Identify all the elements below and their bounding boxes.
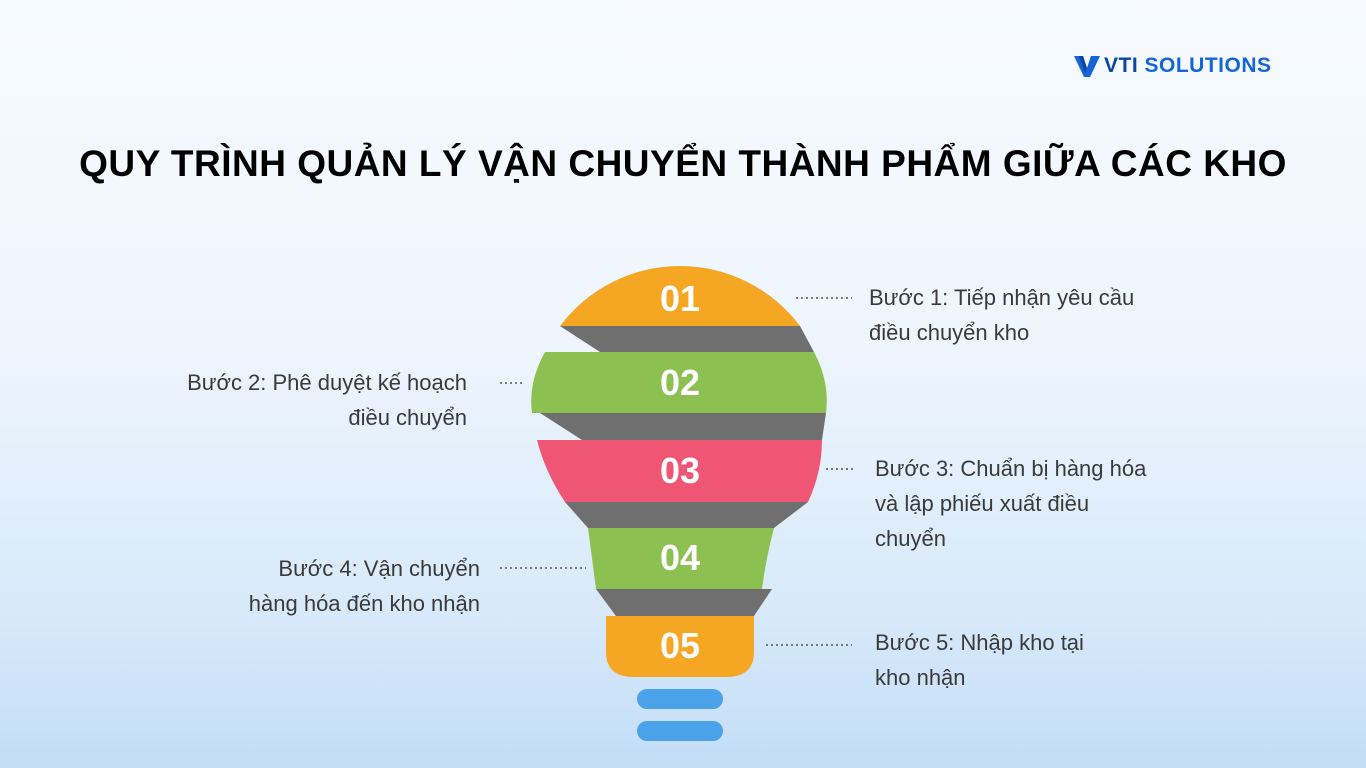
bulb-base-bar-1 [637, 689, 723, 709]
connector-3-4 [565, 502, 808, 528]
step-number-1: 01 [660, 278, 700, 319]
connector-1-2 [560, 326, 814, 352]
step-label-3-line-1: Bước 3: Chuẩn bị hàng hóa [875, 456, 1147, 481]
step-label-5-line-2: kho nhận [875, 665, 966, 690]
step-label-4: Bước 4: Vận chuyển hàng hóa đến kho nhận [249, 551, 480, 621]
step-label-2-line-2: điều chuyển [348, 405, 467, 430]
step-segment-4 [588, 528, 774, 589]
step-label-3-line-3: chuyển [875, 526, 946, 551]
bulb-base-bar-2 [637, 721, 723, 741]
step-label-2-line-1: Bước 2: Phê duyệt kế hoạch [187, 370, 467, 395]
brand-logo: VTI SOLUTIONS [1074, 50, 1272, 82]
step-number-3: 03 [660, 450, 700, 491]
step-label-2: Bước 2: Phê duyệt kế hoạch điều chuyển [187, 365, 467, 435]
step-label-3-line-2: và lập phiếu xuất điều [875, 491, 1090, 516]
step-segment-1 [560, 265, 800, 326]
step-segment-5 [606, 616, 754, 677]
connector-4-5 [596, 589, 772, 616]
step-number-2: 02 [660, 362, 700, 403]
step-label-1: Bước 1: Tiếp nhận yêu cầu điều chuyển kh… [869, 280, 1134, 350]
step-segment-2 [531, 352, 827, 413]
step-segment-3 [537, 440, 822, 502]
brand-name-bold: VTI [1104, 54, 1139, 77]
step-label-4-line-1: Bước 4: Vận chuyển [278, 556, 480, 581]
vti-logo-icon [1074, 56, 1100, 77]
brand-name: VTI SOLUTIONS [1104, 54, 1272, 78]
step-label-5: Bước 5: Nhập kho tại kho nhận [875, 625, 1084, 695]
connector-2-3 [540, 413, 826, 440]
brand-name-rest: SOLUTIONS [1144, 54, 1272, 77]
step-number-5: 05 [660, 625, 700, 666]
step-label-5-line-1: Bước 5: Nhập kho tại [875, 630, 1084, 655]
step-number-4: 04 [660, 537, 700, 578]
step-label-4-line-2: hàng hóa đến kho nhận [248, 591, 480, 616]
page-title: QUY TRÌNH QUẢN LÝ VẬN CHUYỂN THÀNH PHẨM … [79, 143, 1287, 184]
step-label-3: Bước 3: Chuẩn bị hàng hóa và lập phiếu x… [875, 451, 1146, 556]
step-label-1-line-2: điều chuyển kho [869, 320, 1030, 345]
step-label-1-line-1: Bước 1: Tiếp nhận yêu cầu [869, 285, 1135, 310]
